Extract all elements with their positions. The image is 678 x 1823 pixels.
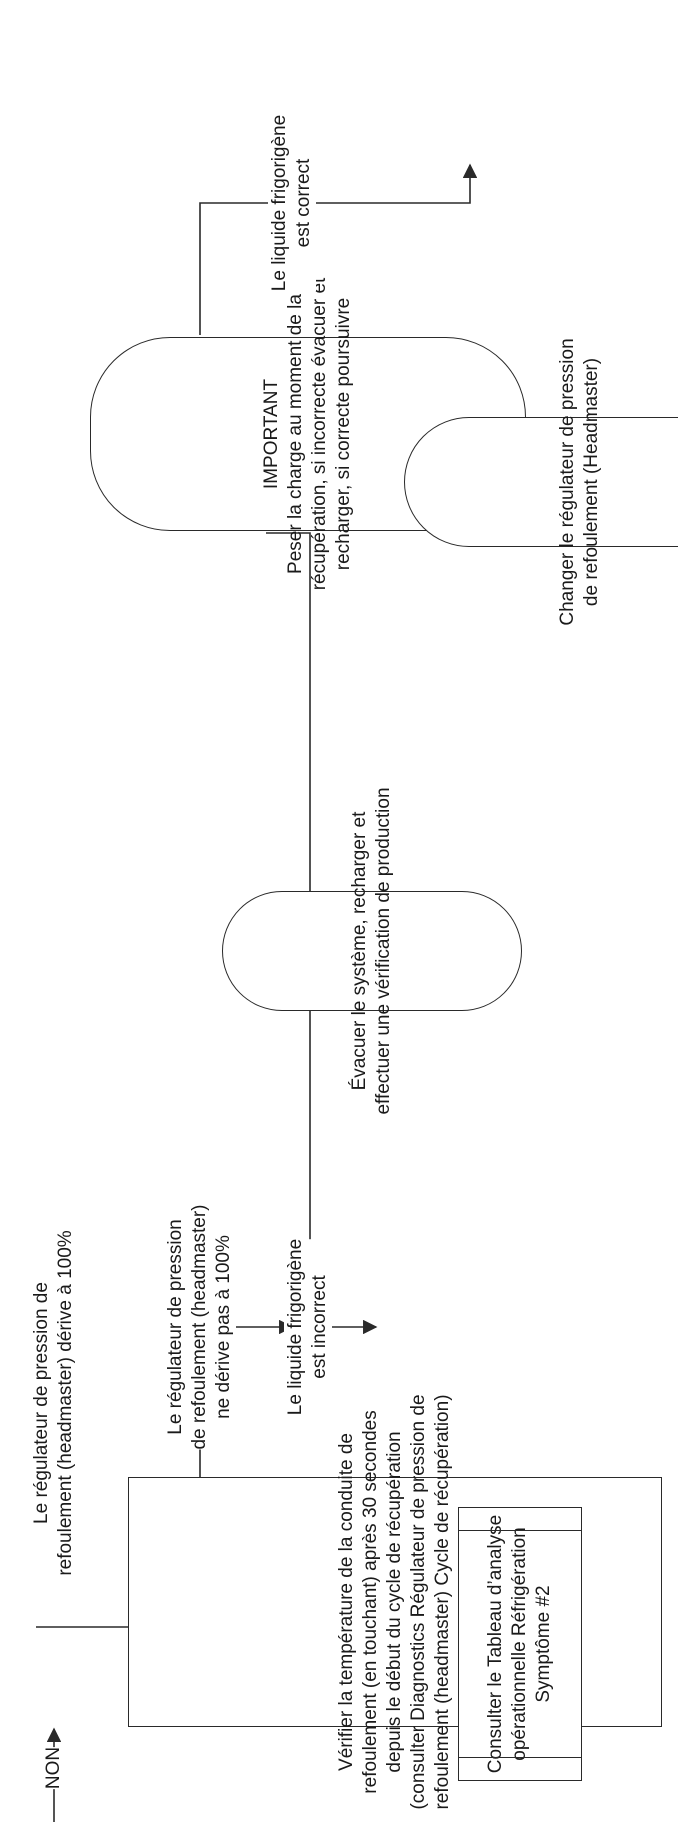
edge-not-drift-label: Le régulateur de pression de refoulement…	[164, 1204, 236, 1450]
important-line: Peser la charge au moment de la	[285, 294, 306, 574]
edge-correct-line-text: Le liquide frigorigène	[269, 114, 290, 292]
edge-drift-line-text: Le régulateur de pression de	[31, 1282, 52, 1524]
consult-line: opérationnelle Réfrigération	[509, 1527, 530, 1761]
consult-line: Consulter le Tableau d’analyse	[485, 1514, 506, 1774]
important-line: récupération, si incorrecte évacuer et	[309, 277, 330, 591]
check-line: refoulement (headmaster) Cycle de récupé…	[432, 1394, 453, 1810]
important-line: recharger, si correcte poursuivre	[333, 297, 354, 571]
evacuate-line: Évacuer le système, recharger et	[349, 811, 370, 1091]
evacuate-recharge-box: Évacuer le système, recharger et effectu…	[222, 787, 522, 1115]
edge-not-drift-line-text: ne dérive pas à 100%	[213, 1235, 234, 1419]
edge-not-drift-line-text: de refoulement (headmaster)	[189, 1204, 210, 1450]
edge-incorrect-line-text: est incorrect	[309, 1275, 330, 1379]
edge-non-label: NON	[42, 1746, 66, 1790]
check-line: depuis le début du cycle de récupération	[384, 1431, 405, 1773]
consult-line: Symptôme #2	[533, 1585, 554, 1703]
edge-non-text: NON	[43, 1746, 64, 1790]
check-line: (consulter Diagnostics Régulateur de pre…	[408, 1394, 429, 1810]
change-line: Changer le régulateur de pression	[557, 338, 578, 626]
edge-incorrect-line-text: Le liquide frigorigène	[285, 1238, 306, 1416]
evacuate-line: effectuer une vérification de production	[373, 787, 394, 1115]
edge-not-drift-line-text: Le régulateur de pression	[165, 1219, 186, 1435]
edge-drift-line-text: refoulement (headmaster) dérive à 100%	[55, 1230, 76, 1576]
consult-analysis-table-box: Consulter le Tableau d’analyse opération…	[458, 1507, 582, 1781]
change-headmaster-box: Changer le régulateur de pression de ref…	[404, 338, 678, 626]
check-line: Vérifier la température de la conduite d…	[336, 1433, 357, 1771]
edge-correct-line	[199, 163, 478, 335]
edge-drift-label: Le régulateur de pression de refoulement…	[30, 1230, 78, 1576]
important-title: IMPORTANT	[261, 378, 282, 490]
edge-correct-line-text: est correct	[293, 158, 314, 248]
check-line: refoulement (en touchant) après 30 secon…	[360, 1410, 381, 1794]
edge-correct-label: Le liquide frigorigène est correct	[268, 114, 316, 292]
change-line: de refoulement (Headmaster)	[581, 357, 602, 607]
edge-incorrect-label: Le liquide frigorigène est incorrect	[284, 1238, 332, 1416]
